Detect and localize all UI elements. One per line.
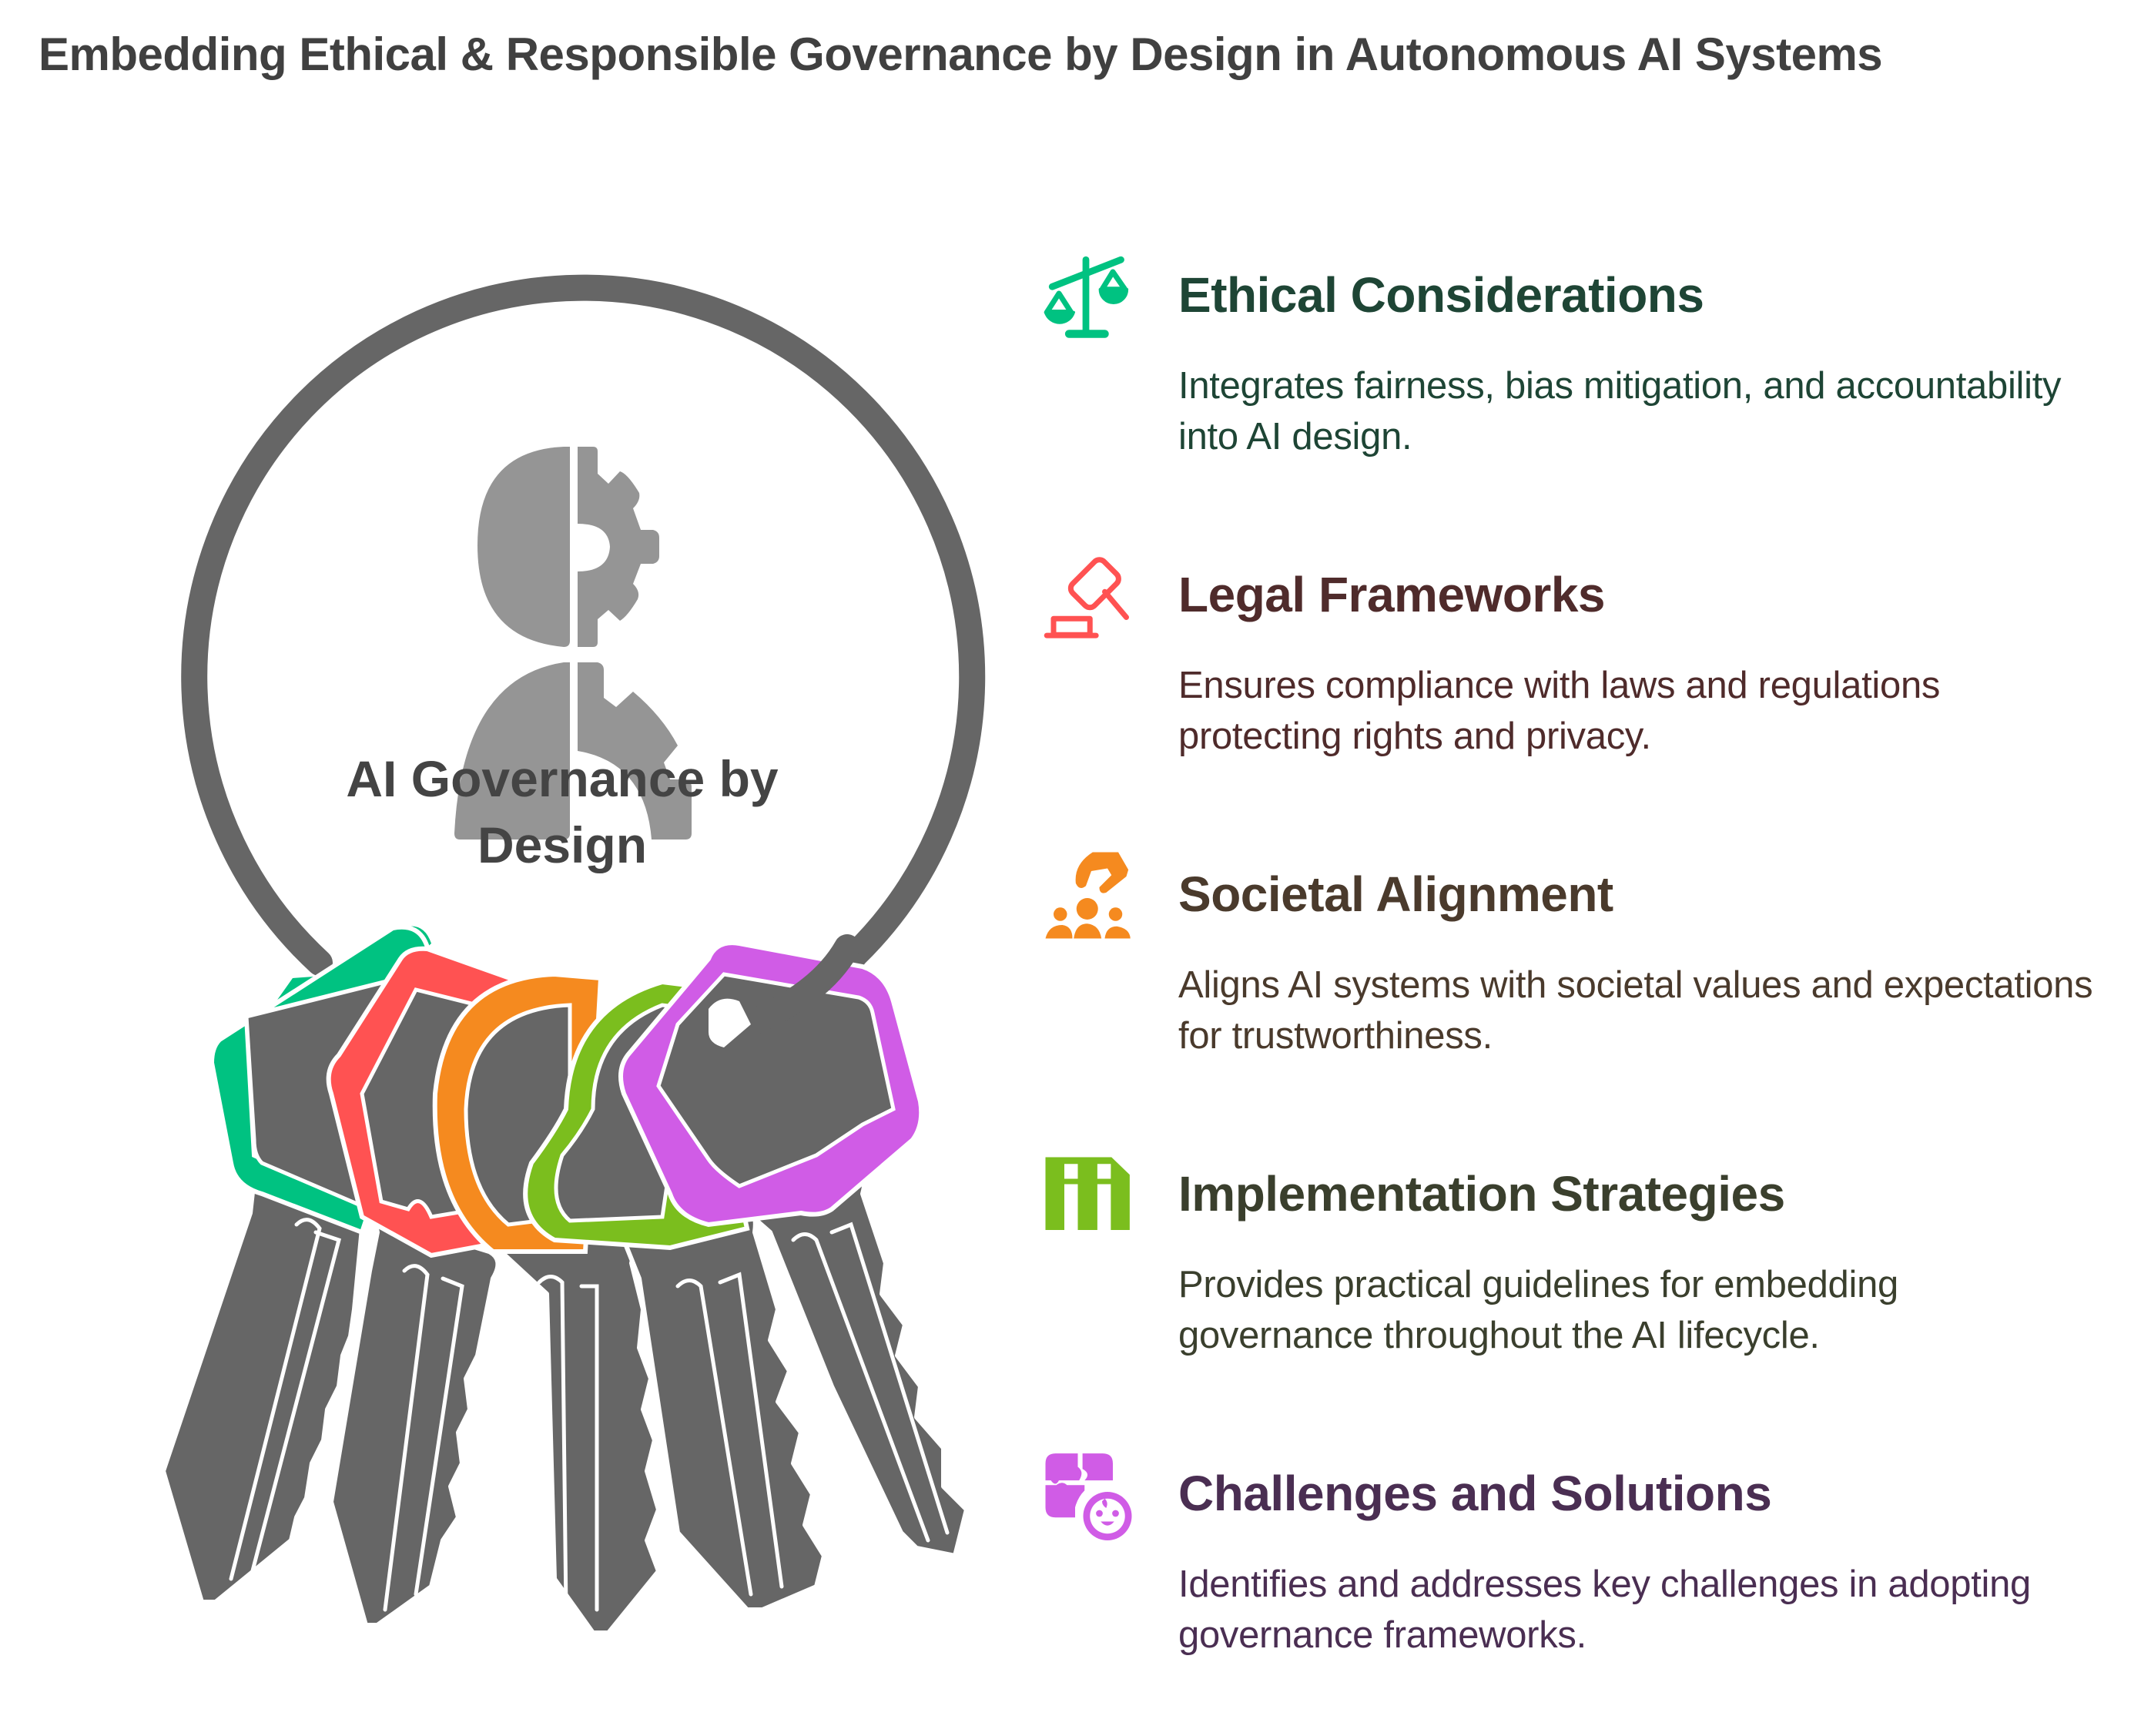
center-label: AI Governance by Design <box>254 746 870 878</box>
scale-icon <box>1044 256 1129 338</box>
key-grooves <box>229 1218 950 1612</box>
item-description: Aligns AI systems with societal values a… <box>1178 964 2093 1057</box>
center-label-line1: AI Governance by <box>346 750 779 807</box>
item-heading: Ethical Considerations <box>1178 267 1704 323</box>
key-ring <box>181 274 986 1049</box>
item-description: Integrates fairness, bias mitigation, an… <box>1178 365 2062 457</box>
item-implementation-strategies: Implementation Strategies Provides pract… <box>1032 1144 2126 1436</box>
item-ethical-considerations: Ethical Considerations Integrates fairne… <box>1032 245 2126 538</box>
page-title: Embedding Ethical & Responsible Governan… <box>39 28 1883 80</box>
item-description: Provides practical guidelines for embedd… <box>1178 1264 1898 1356</box>
center-label-line2: Design <box>477 816 648 873</box>
item-description: Ensures compliance with laws and regulat… <box>1178 665 1941 757</box>
key-blades <box>161 1164 969 1635</box>
gavel-icon <box>1044 557 1129 638</box>
puzzle-face-icon <box>1045 1453 1132 1540</box>
item-challenges-and-solutions: Challenges and Solutions Identifies and … <box>1032 1443 2126 1736</box>
blueprint-icon <box>1045 1157 1130 1230</box>
item-description: Identifies and addresses key challenges … <box>1178 1563 2032 1656</box>
item-societal-alignment: Societal Alignment Aligns AI systems wit… <box>1032 844 2126 1137</box>
item-heading: Societal Alignment <box>1178 866 1613 922</box>
item-heading: Legal Frameworks <box>1178 567 1606 622</box>
community-question-icon <box>1045 852 1131 939</box>
item-heading: Implementation Strategies <box>1178 1166 1785 1222</box>
keyring-diagram <box>161 274 986 1635</box>
person-gear-icon <box>454 447 692 840</box>
item-heading: Challenges and Solutions <box>1178 1466 1772 1521</box>
item-legal-frameworks: Legal Frameworks Ensures compliance with… <box>1032 545 2126 837</box>
